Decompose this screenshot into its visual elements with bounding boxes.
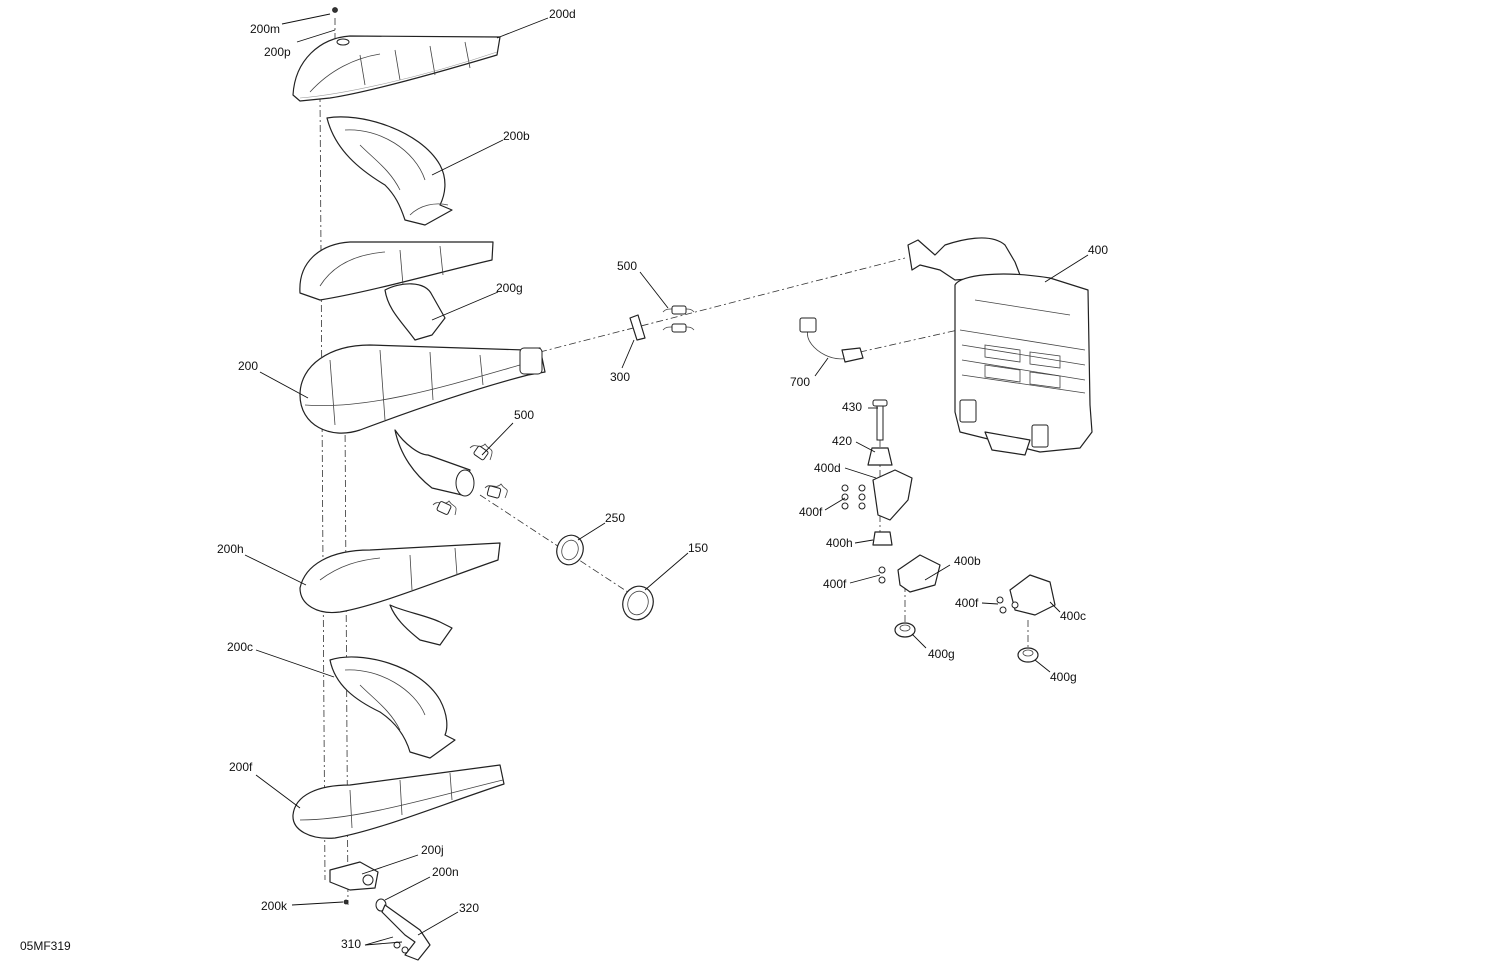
callout-320: 320 — [459, 901, 479, 915]
oxygen-sensor-700 — [799, 317, 864, 363]
callout-200c: 200c — [227, 640, 253, 654]
callout-200: 200 — [238, 359, 258, 373]
springs-and-gaskets — [432, 305, 695, 621]
callout-200j: 200j — [421, 843, 444, 857]
callout-400g-left: 400g — [928, 647, 955, 661]
callout-400: 400 — [1088, 243, 1108, 257]
callout-200h: 200h — [217, 542, 244, 556]
callout-labels: 200m 200p 200d 200b 200g 200 500 300 500… — [217, 7, 1108, 951]
callout-200g: 200g — [496, 281, 523, 295]
callout-400f-upper: 400f — [799, 505, 823, 519]
bottom-bracket-hardware — [329, 7, 431, 961]
callout-300: 300 — [610, 370, 630, 384]
callout-200n: 200n — [432, 865, 459, 879]
callout-400d: 400d — [814, 461, 841, 475]
callout-400b: 400b — [954, 554, 981, 568]
muffler-200 — [299, 344, 546, 497]
silencer-400 — [907, 237, 1093, 456]
callout-400f-middle: 400f — [823, 577, 847, 591]
inner-heat-shield-200c — [329, 656, 456, 759]
callout-150: 150 — [688, 541, 708, 555]
callout-200f: 200f — [229, 760, 253, 774]
callout-500-upper: 500 — [617, 259, 637, 273]
callout-400g-right: 400g — [1050, 670, 1077, 684]
inner-heat-shield-200b — [326, 116, 453, 226]
callout-420: 420 — [832, 434, 852, 448]
callout-700: 700 — [790, 375, 810, 389]
callout-310: 310 — [341, 937, 361, 951]
callout-400f-right: 400f — [955, 596, 979, 610]
callout-430: 430 — [842, 400, 862, 414]
callout-200p: 200p — [264, 45, 291, 59]
callout-200b: 200b — [503, 129, 530, 143]
callout-500-lower: 500 — [514, 408, 534, 422]
lower-heat-shield-200h — [299, 542, 501, 646]
callout-400c: 400c — [1060, 609, 1086, 623]
callout-200m: 200m — [250, 22, 280, 36]
heat-shield-200g — [299, 241, 494, 341]
callout-200d: 200d — [549, 7, 576, 21]
leader-lines — [244, 13, 1089, 946]
mounting-hardware — [841, 399, 1056, 663]
callout-250: 250 — [605, 511, 625, 525]
callout-200k: 200k — [261, 899, 288, 913]
drawing-code: 05MF319 — [20, 939, 71, 953]
callout-400h: 400h — [826, 536, 853, 550]
bottom-heat-shield-200f — [292, 764, 505, 839]
top-heat-shield-200d — [292, 35, 501, 102]
